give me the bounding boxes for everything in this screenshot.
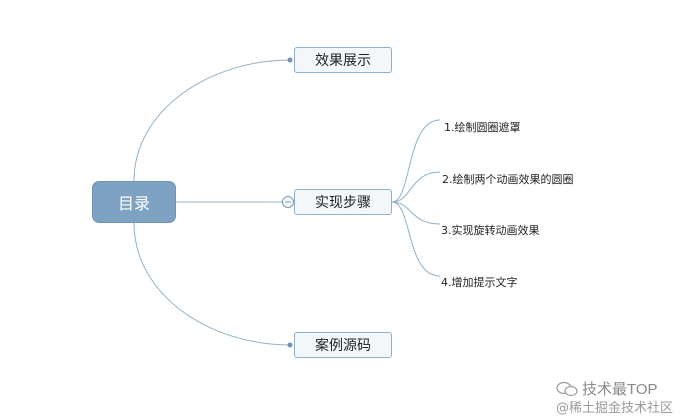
watermark-title: 技术最TOP <box>582 381 658 398</box>
connector-root-topic-1 <box>133 59 291 182</box>
topic-label: 实现步骤 <box>315 195 371 211</box>
subtopic-4[interactable]: 4.增加提示文字 <box>441 276 518 289</box>
wechat-icon <box>556 381 578 397</box>
collapse-toggle-icon[interactable] <box>282 196 294 208</box>
subtopic-2[interactable]: 2.绘制两个动画效果的圆圈 <box>442 173 574 186</box>
topic-node-effect-demo[interactable]: 效果展示 <box>294 47 392 73</box>
topic-node-source-code[interactable]: 案例源码 <box>294 332 392 358</box>
root-node-label: 目录 <box>117 194 150 213</box>
topic-1-connector-dot <box>287 57 293 63</box>
connector-root-topic-3 <box>133 222 291 346</box>
topic-3-connector-dot <box>287 342 293 348</box>
connector-sub-1 <box>391 119 441 203</box>
subtopic-1[interactable]: 1.绘制圆圈遮罩 <box>444 121 521 134</box>
watermark: 技术最TOP @稀土掘金技术社区 <box>556 376 686 420</box>
topic-node-steps[interactable]: 实现步骤 <box>294 189 392 215</box>
topic-label: 案例源码 <box>315 338 371 354</box>
connector-sub-3 <box>391 201 441 225</box>
connector-sub-2 <box>391 171 441 203</box>
subtopic-3[interactable]: 3.实现旋转动画效果 <box>441 224 540 237</box>
topic-label: 效果展示 <box>315 53 371 69</box>
connector-sub-4 <box>391 201 441 277</box>
root-node[interactable]: 目录 <box>92 181 176 223</box>
watermark-subtitle: @稀土掘金技术社区 <box>556 401 674 416</box>
